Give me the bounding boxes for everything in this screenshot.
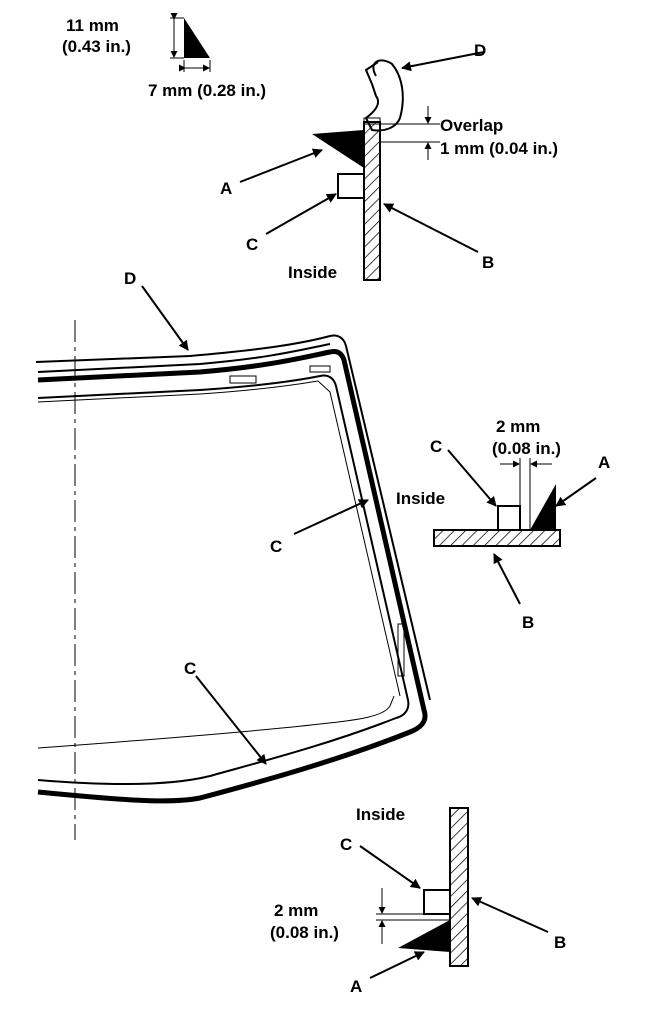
label-c-top: C [246,235,258,254]
label-c-main-bottom: C [184,659,196,678]
body-panel-side [433,529,561,547]
body-opening-edge [37,349,428,804]
dam-a [312,130,364,168]
label-c-main-right: C [270,537,282,556]
adhesive-c-side [497,505,521,531]
side-cross-section: 2 mm (0.08 in.) C A B Inside [396,417,610,632]
molding-d [364,59,404,132]
dam-a-side [530,484,556,530]
label-a-side: A [598,453,610,472]
inside-label-top: Inside [288,263,337,282]
label-b-top: B [482,253,494,272]
adhesive-c-bottom [423,889,451,915]
windshield-view: D C C [35,269,431,840]
top-cross-section: Overlap 1 mm (0.04 in.) D A C B Inside [220,41,558,282]
gap-mm-label-side: 2 mm [496,417,540,436]
label-c-side: C [430,437,442,456]
body-panel [363,121,381,281]
molding-outline [35,334,431,701]
dam-height-mm-label: 11 mm [66,16,119,35]
gap-mm-label-bottom: 2 mm [274,901,318,920]
label-b-bottom: B [554,933,566,952]
gap-in-label-side: (0.08 in.) [492,439,561,458]
label-c-bottom: C [340,835,352,854]
label-b-side: B [522,613,534,632]
overlap-title-label: Overlap [440,116,503,135]
adhesive-bead-outline [37,374,410,786]
bottom-cross-section: 2 mm (0.08 in.) Inside C B A [270,805,566,996]
body-panel-bottom [449,807,469,967]
inside-label-bottom: Inside [356,805,405,824]
label-d-main: D [124,269,136,288]
dam-width-label: 7 mm (0.28 in.) [148,81,266,100]
glass-edge [37,695,395,749]
overlap-value-label: 1 mm (0.04 in.) [440,139,558,158]
dam-dimension-sketch: 11 mm (0.43 in.) 7 mm (0.28 in.) [62,13,266,100]
inside-label-side: Inside [396,489,445,508]
dam-height-in-label: (0.43 in.) [62,37,131,56]
adhesive-c [337,173,365,199]
label-a-top: A [220,179,232,198]
label-d-top: D [474,41,486,60]
dam-a-bottom [398,920,450,952]
gap-in-label-bottom: (0.08 in.) [270,923,339,942]
label-a-bottom: A [350,977,362,996]
dam-profile [184,18,210,58]
